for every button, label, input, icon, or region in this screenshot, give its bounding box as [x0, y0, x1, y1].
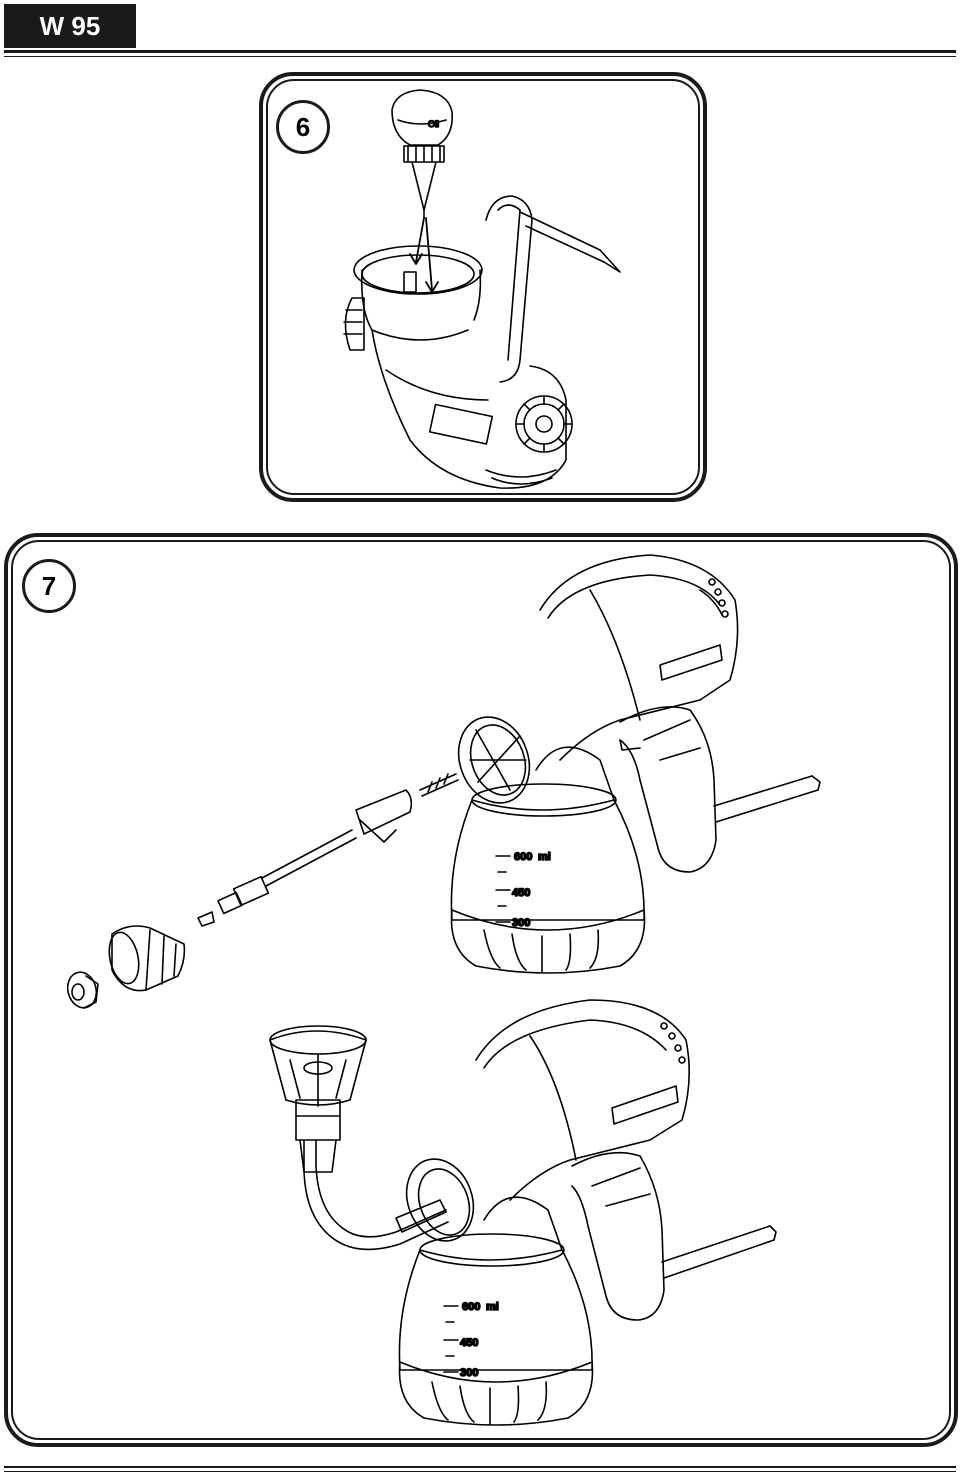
header-rule	[4, 50, 956, 53]
scale-450: 450	[512, 887, 530, 899]
footer-rule	[4, 1466, 956, 1468]
scale-unit-lower: ml	[486, 1301, 499, 1313]
panel-step-6	[259, 72, 707, 502]
exploded-sprayer-illustration: 600 ml 450 300	[66, 554, 821, 1009]
model-badge: W 95	[4, 4, 136, 48]
model-label: W 95	[39, 10, 101, 41]
step-number-7: 7	[22, 559, 76, 613]
assembled-sprayer-illustration: 600 ml 450 300	[269, 999, 777, 1426]
sprayer-base-illustration: Oil	[343, 89, 621, 489]
footer-rule-thin	[4, 1471, 956, 1472]
panel-step-6-inner	[266, 79, 700, 495]
oil-label: Oil	[428, 119, 439, 129]
scale-450-lower: 450	[460, 1337, 478, 1349]
scale-300: 300	[512, 917, 530, 929]
panel-step-7	[4, 533, 958, 1447]
step-number-6: 6	[276, 100, 330, 154]
header-rule-thin	[4, 56, 956, 57]
scale-unit: ml	[538, 851, 551, 863]
scale-600: 600	[514, 851, 532, 863]
scale-600-lower: 600	[462, 1301, 480, 1313]
scale-300-lower: 300	[460, 1367, 478, 1379]
panel-step-7-inner	[11, 540, 951, 1440]
